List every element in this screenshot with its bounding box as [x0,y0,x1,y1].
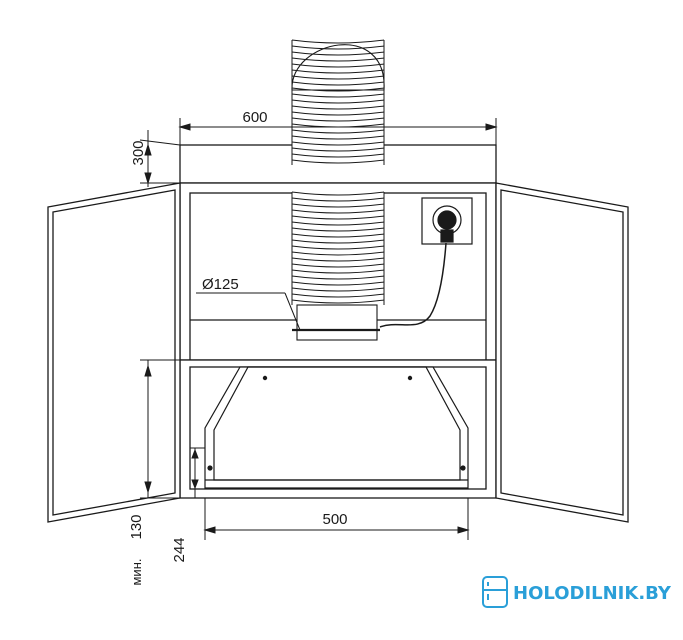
duct-rib-9 [291,93,385,98]
duct-rib-38 [291,293,385,298]
duct-rib-5 [291,69,385,74]
duct-rib-3 [291,57,385,62]
dim-label-diameter: Ø125 [202,276,239,293]
duct-rib-8 [291,87,385,92]
duct-rib-17 [291,141,385,146]
leader-diameter-arrow [284,292,301,331]
dim-label-600: 600 [242,109,267,126]
arrow-600-left [178,123,191,131]
duct-rib-20 [291,159,385,164]
power-cord [379,242,447,328]
arrow-500-right [457,526,470,534]
duct-rib-34 [291,269,385,274]
duct-rib-25 [291,215,385,220]
duct-rib-27 [291,227,385,232]
duct-rib-39 [291,299,385,304]
left-door-edge [52,189,176,516]
duct-rib-29 [291,239,385,244]
duct-rib-30 [291,245,385,250]
duct-ribs [291,39,385,305]
hood-screw-left [207,465,213,471]
duct-rib-22 [291,197,385,202]
hood-body [204,366,469,489]
arrow-244-top [144,364,152,377]
arrow-500-left [203,526,216,534]
duct-rib-7 [291,81,385,86]
duct-rib-0 [291,39,385,44]
duct-rib-16 [291,135,385,140]
dim-ext-300-top [139,139,181,146]
duct-rib-28 [291,233,385,238]
dim-label-500: 500 [322,511,347,528]
dimension-lines [139,118,498,540]
arrow-600-right [485,123,498,131]
arrow-130-bottom [191,479,199,490]
duct-rib-37 [291,287,385,292]
duct-rib-21 [291,191,385,196]
dim-label-130: 130 [128,514,145,539]
hood-screw-tl [262,375,268,381]
duct-rib-23 [291,203,385,208]
duct-rib-1 [291,45,385,50]
duct-rib-4 [291,63,385,68]
duct-rib-32 [291,257,385,262]
dim-label-244: 244 [171,537,188,562]
dimension-labels: 600 300 Ø125 500 мин. 130 244 [128,109,348,586]
plug-body [440,229,454,243]
fridge-icon [482,576,508,608]
dim-label-300: 300 [130,140,147,165]
duct-rib-6 [291,75,385,80]
arrow-300-top [144,143,152,156]
duct-rib-36 [291,281,385,286]
duct-rib-10 [291,99,385,104]
duct-rib-2 [291,51,385,56]
brand-logo-text: HOLODILNIK.BY [513,583,672,604]
duct-rib-13 [291,117,385,122]
right-door [495,182,629,523]
hood-screw-tr [407,375,413,381]
left-door [47,182,181,523]
duct-rib-11 [291,105,385,110]
duct-rib-35 [291,275,385,280]
duct-rib-33 [291,263,385,268]
arrow-130-top [191,448,199,459]
duct-rib-12 [291,111,385,116]
duct-rib-18 [291,147,385,152]
dim-label-min: мин. [129,559,144,586]
duct-rib-26 [291,221,385,226]
doors [47,182,629,523]
duct-rib-24 [291,209,385,214]
duct-rib-31 [291,251,385,256]
arrow-300-bottom [144,172,152,185]
arrow-244-bottom [144,481,152,494]
duct-rib-15 [291,129,385,134]
brand-logo: HOLODILNIK.BY [482,576,672,608]
right-door-edge [500,189,624,516]
hood-screw-right [460,465,466,471]
plug-icon [437,210,457,230]
socket [379,197,473,328]
duct-rib-19 [291,153,385,158]
hood [204,366,469,489]
duct-collar [296,304,378,341]
